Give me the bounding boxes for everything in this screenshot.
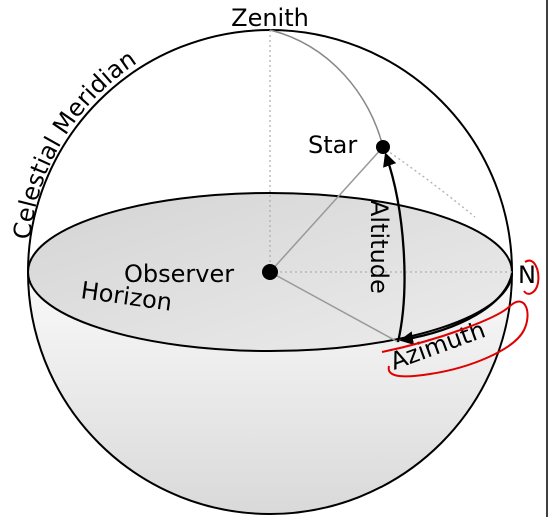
star-meridian-arc [269,29,384,148]
star-point [376,140,390,154]
observer-point [262,264,278,280]
azimuth-arrow [399,273,514,345]
star-label: Star [308,131,357,159]
observer-star-line [269,146,384,273]
altitude-arrow [383,152,406,343]
north-annotation-circle [523,259,540,295]
observer-label: Observer [124,260,234,288]
north-label: N [518,261,536,289]
observer-horizon-line [269,271,399,343]
azimuth-annotation-loop [381,300,529,378]
altitude-label: Altitude [365,200,393,294]
zenith-label: Zenith [231,4,309,32]
